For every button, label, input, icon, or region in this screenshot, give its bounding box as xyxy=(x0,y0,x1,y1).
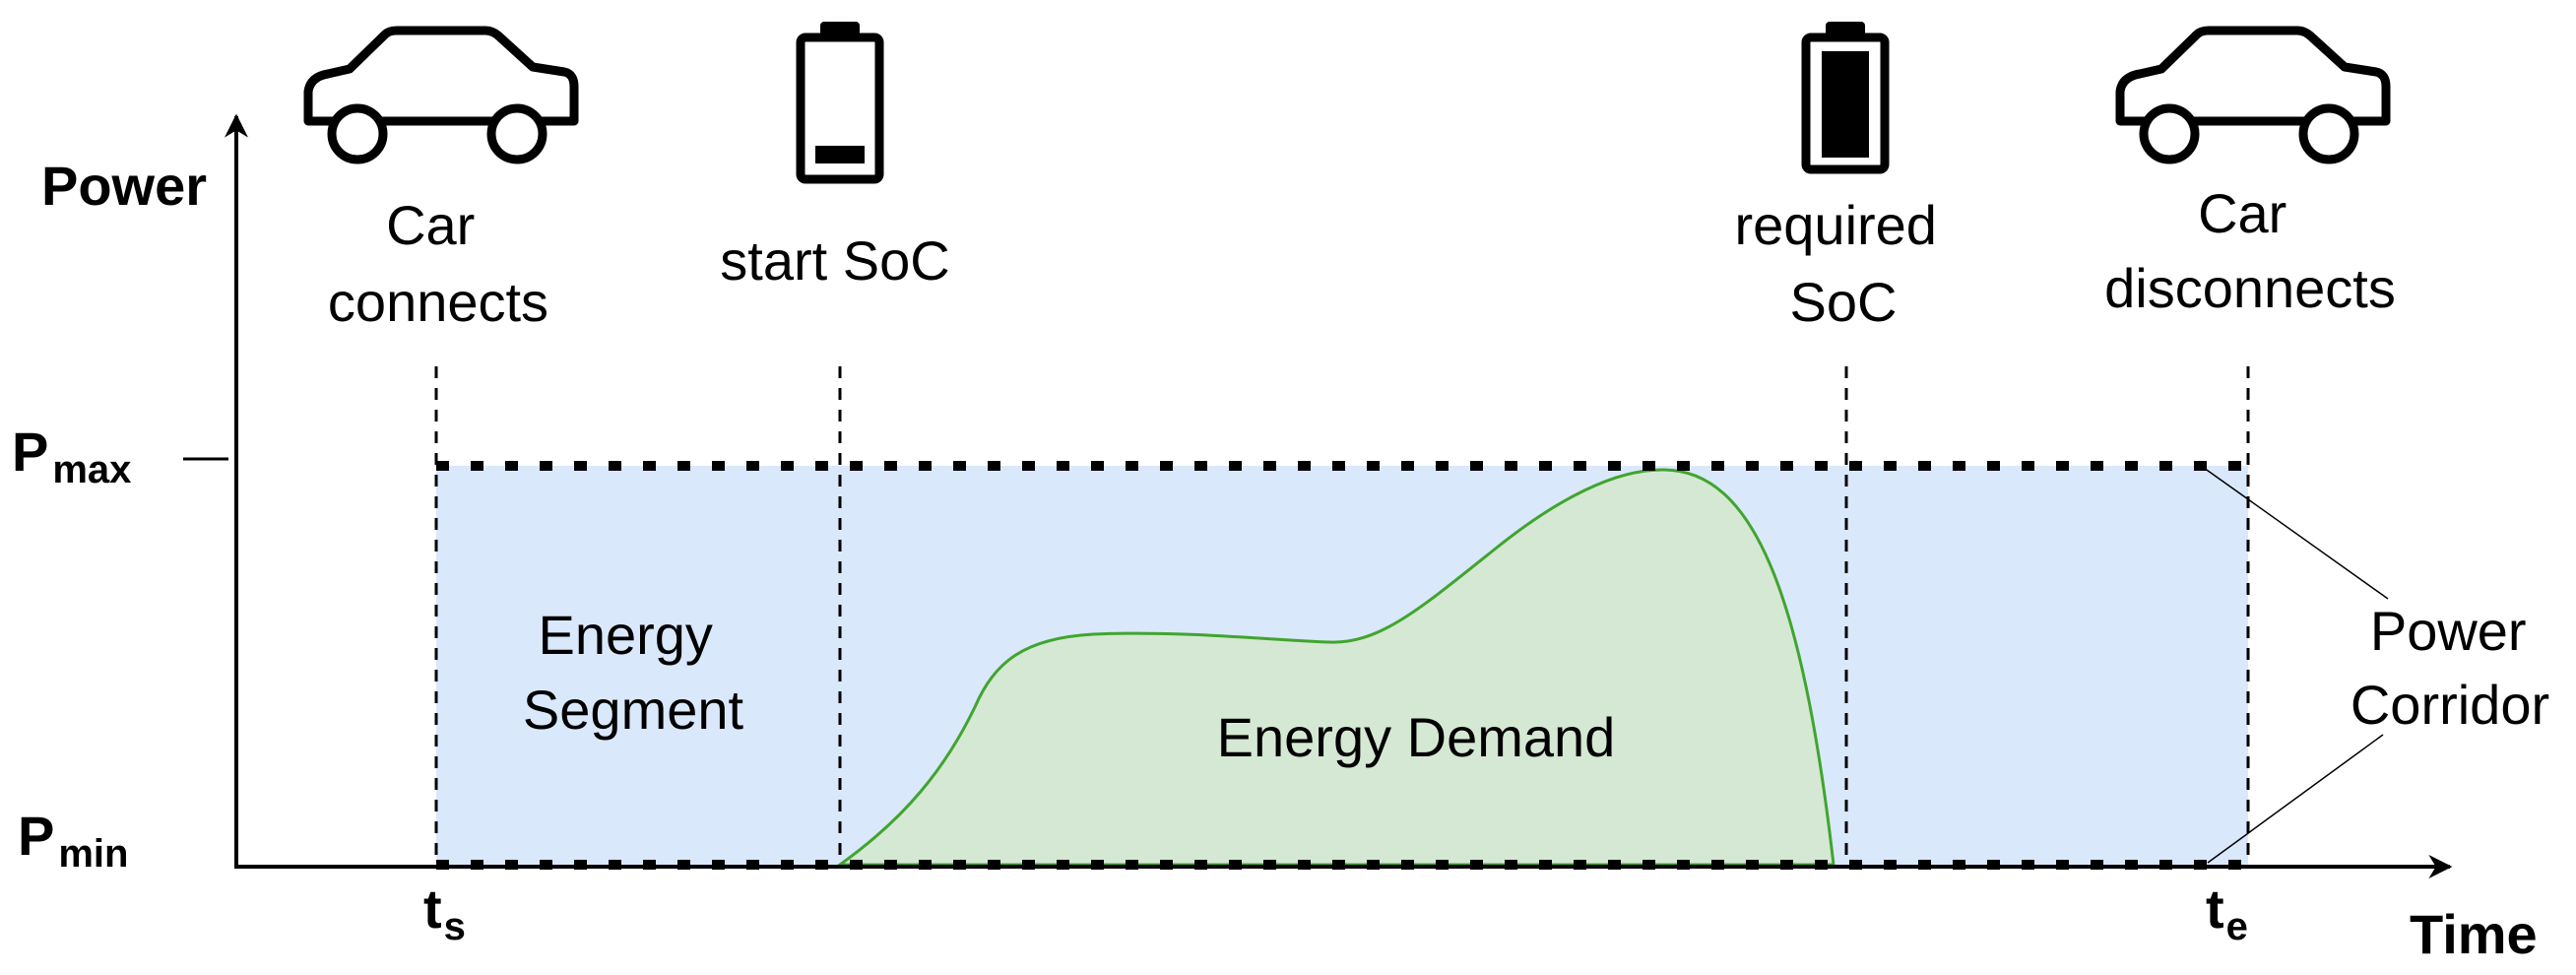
te-label: te xyxy=(2206,878,2248,948)
battery-low-icon xyxy=(796,22,884,184)
car-connects-label: Car connects xyxy=(328,194,548,333)
car-icon xyxy=(2115,26,2391,164)
y-axis-label: Power xyxy=(41,155,207,217)
energy-demand-label: Energy Demand xyxy=(1217,706,1616,768)
car-icon xyxy=(303,26,579,164)
battery-full-icon xyxy=(1801,22,1890,174)
x-axis-label: Time xyxy=(2410,903,2538,965)
ts-label: ts xyxy=(423,878,466,948)
corridor-callout-bottom xyxy=(2207,734,2384,864)
power-corridor-label: Power Corridor xyxy=(2351,600,2549,736)
corridor-callout-top xyxy=(2203,467,2389,600)
required-soc-label: required SoC xyxy=(1734,194,1952,333)
energy-demand-curve xyxy=(835,468,1835,867)
car-disconnects-label: Car disconnects xyxy=(2104,182,2396,319)
start-soc-label: start SoC xyxy=(720,229,949,292)
energy-segment-label: Energy Segment xyxy=(523,604,744,741)
